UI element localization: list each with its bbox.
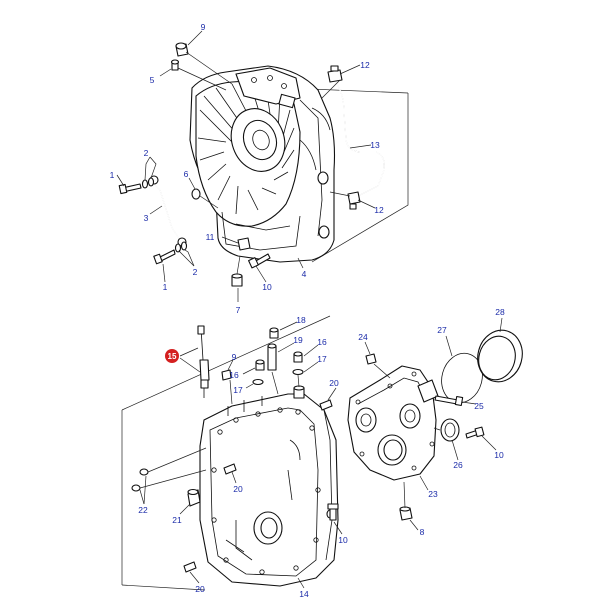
bolt-part-1-lower — [153, 249, 176, 265]
pin-part-6 — [191, 188, 201, 200]
plug-part-9-lower — [221, 369, 232, 381]
lower-assembly-frame — [121, 315, 331, 591]
callout-16[interactable]: 16 — [229, 370, 239, 380]
callout-3[interactable]: 3 — [144, 213, 149, 223]
washer-part-2-upper — [141, 177, 155, 189]
sleeve-part-19 — [267, 343, 277, 371]
bolt-part-25 — [434, 395, 464, 407]
highlighted-callout-15[interactable]: 15 — [165, 349, 179, 363]
callout-16[interactable]: 16 — [317, 337, 327, 347]
callout-20[interactable]: 20 — [195, 584, 205, 594]
callout-17[interactable]: 17 — [233, 385, 243, 395]
callout-28[interactable]: 28 — [495, 307, 505, 317]
callout-9[interactable]: 9 — [232, 352, 237, 362]
seal-part-26 — [440, 418, 460, 442]
callout-5[interactable]: 5 — [150, 75, 155, 85]
callout-11[interactable]: 11 — [206, 232, 215, 242]
bolt-part-10-right — [465, 426, 485, 439]
earth-strap-part-3 — [149, 175, 187, 247]
callout-20[interactable]: 20 — [233, 484, 243, 494]
callout-19[interactable]: 19 — [293, 335, 303, 345]
washer-part-17-right — [292, 368, 304, 376]
plug-part-9-upper — [175, 42, 189, 57]
plug-part-11 — [237, 237, 251, 251]
dowel-part-20-right — [319, 399, 333, 411]
dowel-part-20-bottom — [183, 561, 197, 573]
callout-20[interactable]: 20 — [329, 378, 339, 388]
pipe-fitting-part-12-upper — [327, 65, 343, 83]
callout-8[interactable]: 8 — [420, 527, 425, 537]
flywheel-housing-part-4 — [189, 65, 336, 263]
plug-part-21 — [187, 488, 201, 507]
callout-22[interactable]: 22 — [138, 505, 148, 515]
dowel-part-20-middle — [223, 463, 237, 475]
callout-10[interactable]: 10 — [338, 535, 348, 545]
callout-10[interactable]: 10 — [494, 450, 504, 460]
plug-part-8 — [399, 506, 413, 521]
callout-2[interactable]: 2 — [193, 267, 198, 277]
o-ring-part-22-lower — [131, 484, 141, 492]
washer-part-17-left — [252, 378, 264, 386]
highlight-label: 15 — [168, 352, 177, 361]
callout-2[interactable]: 2 — [144, 148, 149, 158]
oil-pipe-part-13 — [333, 79, 385, 197]
callout-17[interactable]: 17 — [317, 354, 327, 364]
callout-7[interactable]: 7 — [236, 305, 241, 315]
plug-part-7 — [231, 273, 243, 287]
callout-1[interactable]: 1 — [110, 170, 115, 180]
callout-4[interactable]: 4 — [302, 269, 307, 279]
plug-part-16-right — [293, 351, 303, 363]
callout-13[interactable]: 13 — [370, 140, 380, 150]
speed-sensor-part-15 — [197, 325, 210, 398]
o-ring-part-22-upper — [139, 468, 149, 476]
bolt-part-10-upper — [248, 253, 271, 269]
callout-12[interactable]: 12 — [374, 205, 384, 215]
plug-part-24 — [365, 353, 377, 365]
cap-part-28 — [477, 329, 523, 383]
plug-part-5 — [170, 59, 180, 71]
bolt-part-10-lower — [327, 503, 339, 521]
callout-10[interactable]: 10 — [262, 282, 272, 292]
callout-18[interactable]: 18 — [296, 315, 306, 325]
callout-14[interactable]: 14 — [299, 589, 309, 599]
pto-cover-part-23 — [347, 365, 439, 481]
callout-12[interactable]: 12 — [360, 60, 370, 70]
callout-9[interactable]: 9 — [201, 22, 206, 32]
bolt-part-1-upper — [118, 183, 142, 195]
plug-part-16-left — [255, 359, 265, 371]
transmission-case-part-14 — [199, 385, 339, 587]
callout-24[interactable]: 24 — [358, 332, 368, 342]
callout-26[interactable]: 26 — [453, 460, 463, 470]
callout-23[interactable]: 23 — [428, 489, 438, 499]
callout-1[interactable]: 1 — [163, 282, 168, 292]
callout-25[interactable]: 25 — [474, 401, 484, 411]
callout-27[interactable]: 27 — [437, 325, 447, 335]
plug-part-18 — [269, 327, 279, 339]
highlight-marker[interactable] — [165, 349, 179, 363]
pipe-fitting-part-12-lower — [347, 191, 361, 210]
callout-21[interactable]: 21 — [172, 515, 182, 525]
callout-6[interactable]: 6 — [184, 169, 189, 179]
